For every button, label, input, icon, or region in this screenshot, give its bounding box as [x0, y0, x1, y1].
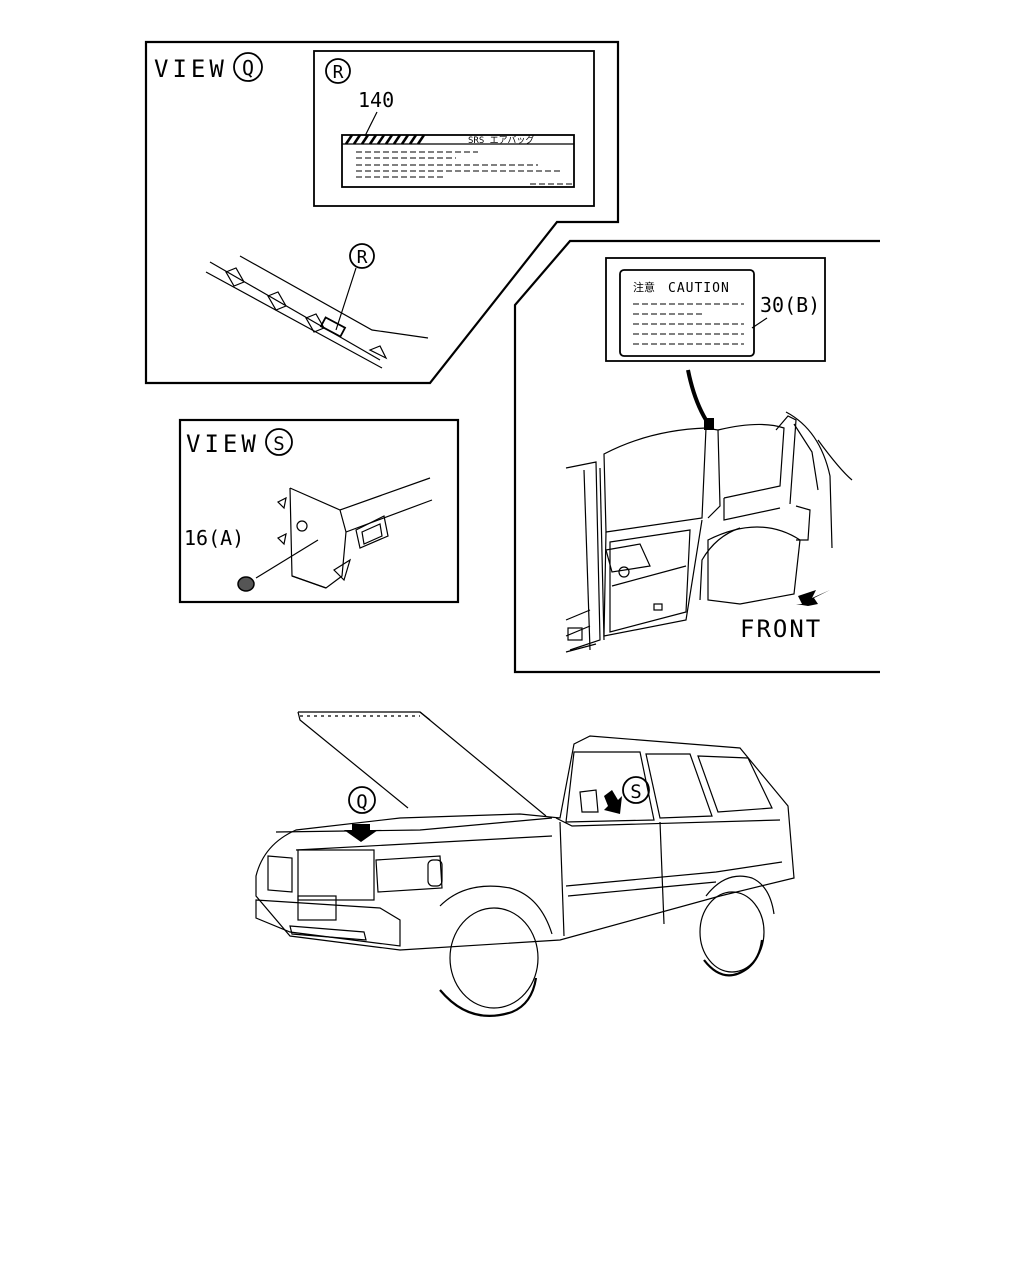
hood-panel-strip — [205, 255, 429, 369]
label-part-number: 140 — [358, 88, 394, 112]
view-s-panel: VIEW S 16(A) — [178, 418, 460, 604]
door-interior-sketch — [565, 411, 853, 653]
pointer-r-circle — [349, 243, 375, 269]
grille — [297, 849, 375, 901]
label-location-mark — [319, 316, 347, 338]
caution-label-frame — [605, 257, 826, 362]
airbag-label: SRS エアバッグ — [341, 134, 575, 188]
license-plate — [297, 895, 337, 921]
front-window — [565, 751, 655, 823]
marker-q-circle — [348, 786, 376, 814]
front-arrow-icon — [796, 590, 830, 606]
view-s-leader — [255, 539, 319, 579]
hood-open — [298, 711, 547, 817]
view-q-panel: VIEW Q R 140 SRS エアバッグ — [144, 40, 620, 385]
callout-r-circle — [325, 58, 351, 84]
grommet-part — [237, 576, 255, 592]
view-q-circle — [233, 52, 263, 82]
callout-r-letter: R — [333, 62, 344, 83]
caution-text: CAUTION — [668, 281, 730, 296]
rear-window — [645, 753, 713, 819]
vehicle-body — [255, 735, 795, 951]
caution-pointer — [686, 369, 708, 422]
front-wheel — [449, 907, 539, 1009]
marker-s-letter: S — [630, 781, 641, 803]
view-s-circle — [265, 428, 293, 456]
caution-label — [619, 269, 755, 357]
airbag-label-header: SRS エアバッグ — [468, 134, 534, 146]
marker-q-arrow-icon — [344, 824, 378, 842]
view-s-frame — [178, 418, 460, 604]
front-bumper — [255, 899, 401, 947]
view-s-title: VIEW — [186, 430, 260, 458]
caution-location-mark — [704, 418, 714, 430]
door-bracket — [276, 477, 433, 589]
caution-part-label: 30(B) — [760, 293, 820, 317]
vehicle-illustration: Q S — [255, 711, 795, 1017]
marker-s-circle — [622, 776, 650, 804]
marker-s-arrow-icon — [604, 790, 622, 814]
caution-japanese-text: 注意 — [633, 280, 655, 294]
front-label: FRONT — [740, 615, 822, 643]
view-s-letter: S — [273, 433, 284, 455]
view-q-frame — [144, 40, 620, 385]
marker-q-letter: Q — [356, 791, 367, 813]
door-view-frame — [513, 239, 880, 674]
label-detail-box — [313, 50, 595, 207]
pointer-r-letter: R — [357, 247, 368, 268]
quarter-window — [697, 755, 773, 813]
pointer-r-leader — [335, 267, 357, 331]
view-q-letter: Q — [242, 56, 254, 80]
view-q-title: VIEW — [154, 55, 228, 83]
rear-wheel — [699, 891, 765, 973]
label-leader-line — [364, 111, 378, 137]
caution-leader — [751, 317, 768, 329]
view-s-part-label: 16(A) — [184, 526, 244, 550]
side-mirror — [579, 789, 599, 813]
door-view-panel: 注意 CAUTION 30(B) — [513, 239, 880, 674]
